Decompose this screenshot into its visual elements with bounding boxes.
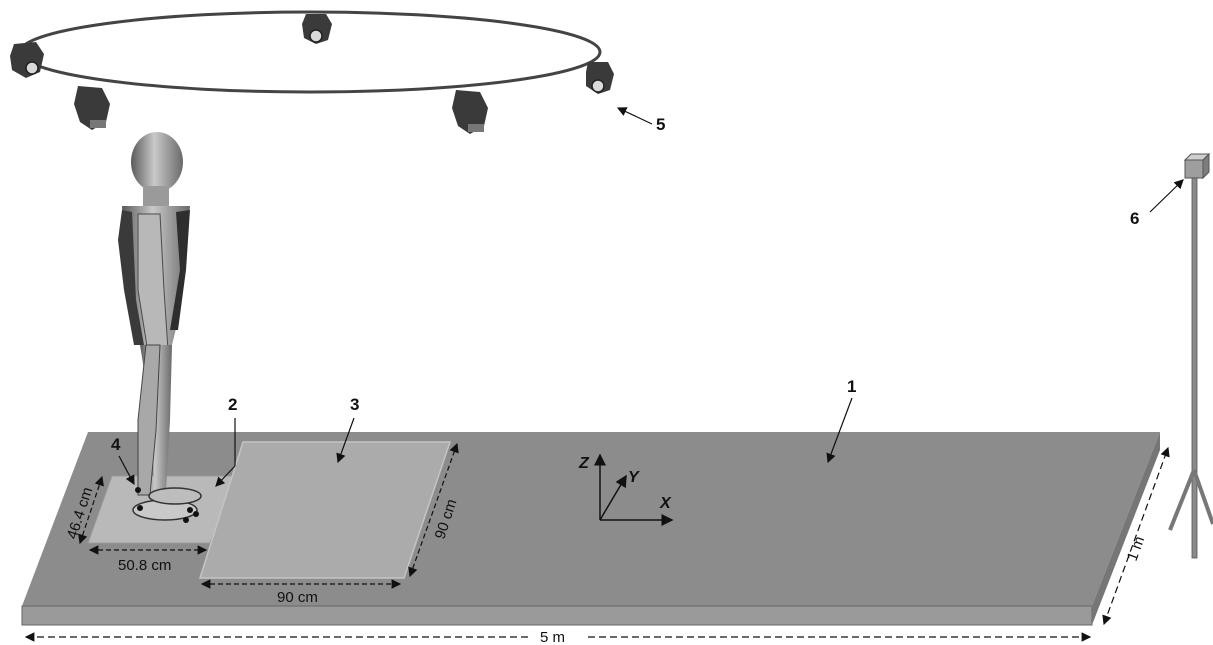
coordinate-axes: Z Y X: [578, 453, 674, 526]
axis-y-label: Y: [628, 469, 640, 486]
camera-icon: [10, 42, 44, 78]
callout-force-plate-small: 2: [228, 395, 237, 414]
sensor-stand: [1168, 152, 1213, 559]
force-plate-large: [198, 441, 452, 579]
label-platform-length: 5 m: [540, 629, 565, 645]
human-figure: [118, 132, 202, 523]
callout-cameras: 5: [656, 115, 665, 134]
axis-x-label: X: [659, 495, 672, 512]
camera-icon: [302, 14, 332, 44]
dimension-small-plate-width: 50.8 cm: [88, 545, 208, 574]
label-platform-width: 1 m: [1124, 534, 1149, 563]
camera-icon: [452, 90, 488, 134]
callout-markers: 4: [111, 435, 121, 454]
label-large-plate-width: 90 cm: [277, 589, 318, 606]
camera-icon: [586, 62, 614, 94]
dimension-platform-length: 5 m: [24, 629, 1092, 645]
camera-icon: [74, 86, 110, 130]
callout-platform: 1: [847, 377, 856, 396]
label-small-plate-width: 50.8 cm: [118, 557, 171, 574]
dimension-large-plate-width: 90 cm: [200, 579, 402, 606]
callout-sensor-stand: 6: [1130, 209, 1139, 228]
axis-z-label: Z: [578, 455, 590, 472]
callout-force-plate-large: 3: [350, 395, 359, 414]
